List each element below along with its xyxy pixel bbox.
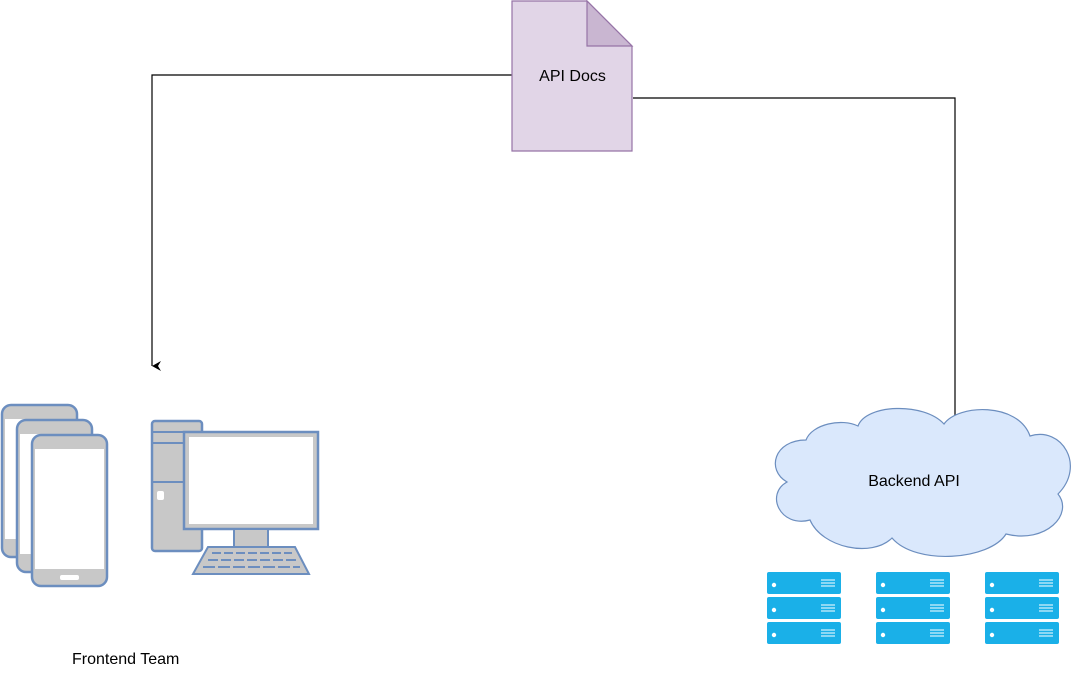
server-rack-icon	[876, 572, 950, 644]
server-unit	[985, 622, 1059, 644]
server-unit	[876, 622, 950, 644]
edge-docs-to-backend	[633, 97, 964, 423]
backend-cloud-shape	[774, 407, 1071, 557]
server-unit	[985, 572, 1059, 594]
server-racks	[767, 572, 1059, 644]
backend-api-label: Backend API	[868, 473, 960, 490]
api-docs-node	[511, 0, 634, 152]
server-unit	[767, 622, 841, 644]
api-docs-label: API Docs	[539, 68, 606, 85]
frontend-team-label: Frontend Team	[72, 651, 180, 668]
server-rack-icon	[985, 572, 1059, 644]
desktop-computer-icon	[150, 419, 320, 575]
server-unit	[767, 597, 841, 619]
document-fold	[586, 0, 634, 47]
server-unit	[767, 572, 841, 594]
server-rack-icon	[767, 572, 841, 644]
server-unit	[876, 572, 950, 594]
server-unit	[985, 597, 1059, 619]
edge-docs-to-frontend	[151, 74, 512, 371]
server-unit	[876, 597, 950, 619]
mobile-phones-icon	[0, 403, 109, 588]
